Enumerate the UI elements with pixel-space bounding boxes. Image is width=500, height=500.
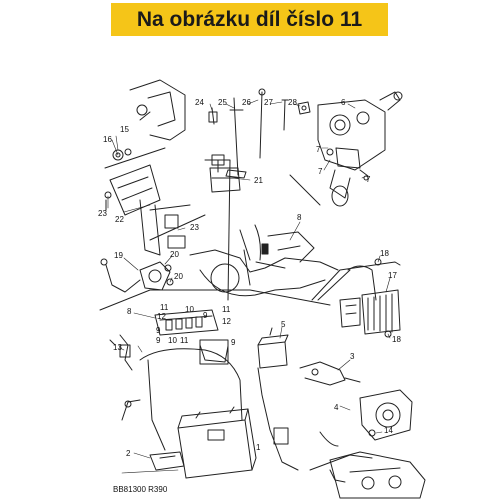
callout-21: 21 — [254, 176, 263, 185]
callout-10a: 10 — [185, 305, 194, 314]
callout-11c: 11 — [180, 336, 189, 345]
callout-4: 4 — [334, 403, 339, 412]
callout-3: 3 — [350, 352, 355, 361]
cable-bands — [208, 88, 311, 179]
callout-7b: 7 — [318, 167, 323, 176]
callout-23b: 23 — [190, 223, 199, 232]
callout-22: 22 — [115, 215, 124, 224]
diagram-reference: BB81300 R390 — [113, 485, 168, 494]
callout-28: 28 — [288, 98, 297, 107]
callout-25: 25 — [218, 98, 227, 107]
callout-13: 13 — [113, 343, 122, 352]
callout-19: 19 — [114, 251, 123, 260]
battery-assembly — [121, 339, 299, 479]
callout-23: 23 — [98, 209, 107, 218]
callout-24: 24 — [195, 98, 204, 107]
callout-11a: 11 — [160, 303, 169, 312]
fuse-box-assembly — [109, 309, 219, 371]
section-dividers — [99, 147, 401, 311]
callout-labels: 15 16 23 22 23 24 25 26 27 28 6 7 7 7 21… — [98, 98, 401, 458]
relay-box-5 — [257, 327, 289, 369]
main-switch-assembly — [317, 91, 403, 207]
callout-14: 14 — [384, 426, 393, 435]
sensor-assembly — [100, 258, 174, 293]
callout-7c: 7 — [366, 175, 371, 184]
leader-lines — [107, 99, 391, 474]
callout-18a: 18 — [380, 249, 389, 258]
banner-text: Na obrázku díl číslo 11 — [136, 7, 363, 31]
callout-20a: 20 — [170, 250, 179, 259]
callout-12b: 12 — [222, 317, 231, 326]
callout-12a: 12 — [157, 312, 166, 321]
callout-8b: 8 — [127, 307, 132, 316]
callout-9a: 9 — [203, 311, 208, 320]
relay-assembly — [209, 154, 241, 193]
part-banner: Na obrázku díl číslo 11 — [111, 3, 388, 36]
callout-9b: 9 — [156, 326, 161, 335]
frame-bracket-assembly — [104, 79, 191, 256]
callout-11b: 11 — [222, 305, 231, 314]
callout-1: 1 — [256, 443, 261, 452]
callout-18b: 18 — [392, 335, 401, 344]
connector-3 — [299, 361, 361, 386]
callout-8a: 8 — [297, 213, 302, 222]
callout-17: 17 — [388, 271, 397, 280]
callout-20b: 20 — [174, 272, 183, 281]
callout-15: 15 — [120, 125, 129, 134]
callout-9c: 9 — [156, 336, 161, 345]
motorcycle-outline — [189, 224, 339, 297]
callout-16: 16 — [103, 135, 112, 144]
callout-10b: 10 — [168, 336, 177, 345]
callout-27: 27 — [264, 98, 273, 107]
callout-6: 6 — [341, 98, 346, 107]
callout-5: 5 — [281, 320, 286, 329]
callout-9d: 9 — [231, 338, 236, 347]
callout-26: 26 — [242, 98, 251, 107]
engine-block — [329, 451, 426, 499]
callout-2: 2 — [126, 449, 131, 458]
callout-7a: 7 — [316, 145, 321, 154]
